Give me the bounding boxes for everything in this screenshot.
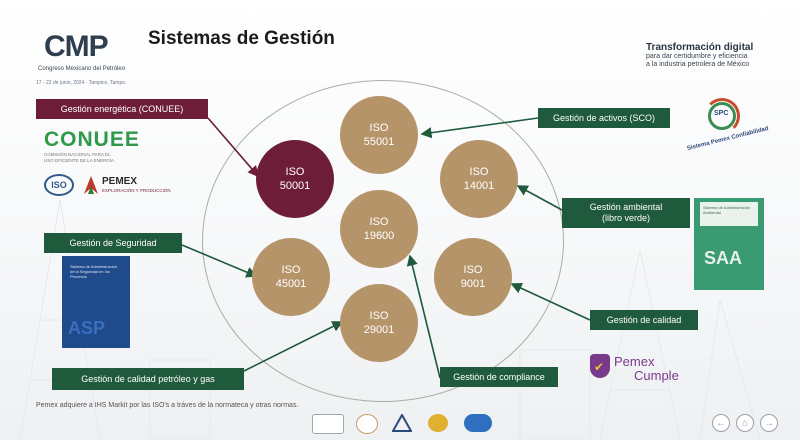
tagline: Transformación digital para dar certidum… (646, 42, 766, 69)
iso-9001-circle: ISO 9001 (434, 238, 512, 316)
saa-cover-text: Sistema de Administración Ambiental (703, 205, 751, 215)
conuee-wordmark-part-1: CON (44, 128, 94, 151)
saa-cover-title: SAA (704, 248, 743, 268)
label-gestion-calidad: Gestión de calidad (590, 310, 698, 330)
cmp-logo-subtitle: Congreso Mexicano del Petróleo (38, 66, 126, 72)
footer-logo-4 (428, 414, 448, 432)
spc-core-text: SPC (714, 110, 729, 117)
iso-29001-number: 29001 (363, 324, 395, 336)
iso-29001-circle: ISO 29001 (340, 284, 418, 362)
iso-29001-label: ISO (369, 310, 389, 322)
iso-50001-circle: ISO 50001 (256, 140, 334, 218)
spc-cycle-icon (704, 98, 740, 134)
prev-slide-button[interactable]: ← (712, 414, 730, 432)
label-gestion-seguridad: Gestión de Seguridad (44, 233, 182, 253)
cmp-logo: CMP Congreso Mexicano del Petróleo (36, 30, 146, 90)
footer-triangle-icon (391, 412, 413, 432)
arrow-activos (420, 117, 539, 139)
iso-55001-number: 55001 (363, 136, 395, 148)
asp-manual-cover: Sistema de Administración de la Segurida… (62, 256, 130, 348)
iso-45001-circle: ISO 45001 (252, 238, 330, 316)
slide-navigation: ← ⌂ → (712, 414, 782, 434)
conuee-wordmark-part-2: UEE (93, 128, 140, 151)
arrow-energetica (207, 117, 260, 178)
footer-logo-2 (356, 414, 378, 434)
asp-cover-title: ASP (68, 318, 106, 338)
iso-logo: ISO (44, 174, 74, 196)
conuee-sub-1: COMISIÓN NACIONAL PARA EL (44, 152, 111, 157)
iso-50001-number: 50001 (279, 180, 311, 192)
arrow-compliance (406, 254, 441, 379)
saa-manual-cover: Sistema de Administración Ambiental SAA (694, 198, 764, 290)
label-gestion-energetica: Gestión energética (CONUEE) (36, 99, 208, 119)
arrow-calidad-petroleo (243, 321, 344, 372)
pemex-ep-logo: PEMEX EXPLORACIÓN Y PRODUCCIÓN (82, 174, 171, 196)
cumple-text-1: Pemex (614, 354, 655, 369)
iso-9001-label: ISO (463, 264, 483, 276)
iso-14001-number: 14001 (463, 180, 495, 192)
iso-pemex-logos: ISO PEMEX EXPLORACIÓN Y PRODUCCIÓN (44, 172, 171, 198)
cumple-text-2: Cumple (634, 368, 679, 383)
tagline-title: Transformación digital (646, 42, 754, 53)
iso-50001-label: ISO (285, 166, 305, 178)
cumple-shield-icon (590, 354, 610, 378)
iso-19600-label: ISO (369, 216, 389, 228)
tagline-line-2: a la industria petrolera de México (646, 61, 750, 68)
conuee-wordmark: CONUEE (44, 128, 154, 152)
iso-14001-label: ISO (469, 166, 489, 178)
pemex-cumple-logo: ✔ Pemex Cumple (590, 354, 710, 384)
footer-note: Pemex adquiere a IHS Markit por las ISO'… (36, 402, 299, 409)
saa-cover-header: Sistema de Administración Ambiental (700, 202, 758, 226)
asp-cover-text: Sistema de Administración de la Segurida… (70, 264, 118, 279)
iso-55001-circle: ISO 55001 (340, 96, 418, 174)
iso-14001-circle: ISO 14001 (440, 140, 518, 218)
footer-logos (312, 412, 502, 434)
iso-19600-number: 19600 (363, 230, 395, 242)
label-gestion-activos: Gestión de activos (SCO) (538, 108, 670, 128)
arrow-seguridad (181, 244, 258, 278)
iso-45001-label: ISO (281, 264, 301, 276)
next-slide-button[interactable]: → (760, 414, 778, 432)
pemex-name: PEMEX (102, 176, 138, 187)
iso-9001-number: 9001 (460, 278, 486, 290)
iso-19600-circle: ISO 19600 (340, 190, 418, 268)
spc-logo: SPC Sistema Pemex Confiabilidad (684, 94, 769, 154)
footer-logo-5 (464, 414, 492, 432)
page-title: Sistemas de Gestión (148, 28, 335, 49)
label-gestion-calidad-petroleo: Gestión de calidad petróleo y gas (52, 368, 244, 390)
pemex-eagle-icon (84, 176, 98, 194)
spc-ring-icon (708, 102, 736, 130)
label-gestion-compliance: Gestión de compliance (440, 367, 558, 387)
footer-logo-1 (312, 414, 344, 434)
iso-55001-label: ISO (369, 122, 389, 134)
label-gestion-ambiental-line-1: Gestión ambiental (589, 202, 663, 212)
cmp-logo-mark: CMP (44, 30, 109, 63)
footer-logo-3 (391, 412, 413, 432)
label-gestion-ambiental-line-2: (libro verde) (601, 213, 650, 223)
arrow-calidad (510, 282, 591, 321)
tagline-line-1: para dar certidumbre y eficiencia (646, 53, 748, 60)
cmp-event-date: 17 - 22 de junio, 2024 · Tampico, Tamps. (36, 80, 127, 86)
systems-ellipse (202, 80, 564, 402)
conuee-sub-2: USO EFICIENTE DE LA ENERGÍA (44, 158, 115, 163)
conuee-logo: CONUEE COMISIÓN NACIONAL PARA EL USO EFI… (44, 128, 154, 164)
home-slide-button[interactable]: ⌂ (736, 414, 754, 432)
label-gestion-ambiental: Gestión ambiental (libro verde) (562, 198, 690, 228)
pemex-ep-text: EXPLORACIÓN Y PRODUCCIÓN (102, 188, 171, 193)
checkmark-icon: ✔ (594, 360, 605, 374)
arrow-ambiental (516, 185, 563, 211)
iso-45001-number: 45001 (275, 278, 307, 290)
